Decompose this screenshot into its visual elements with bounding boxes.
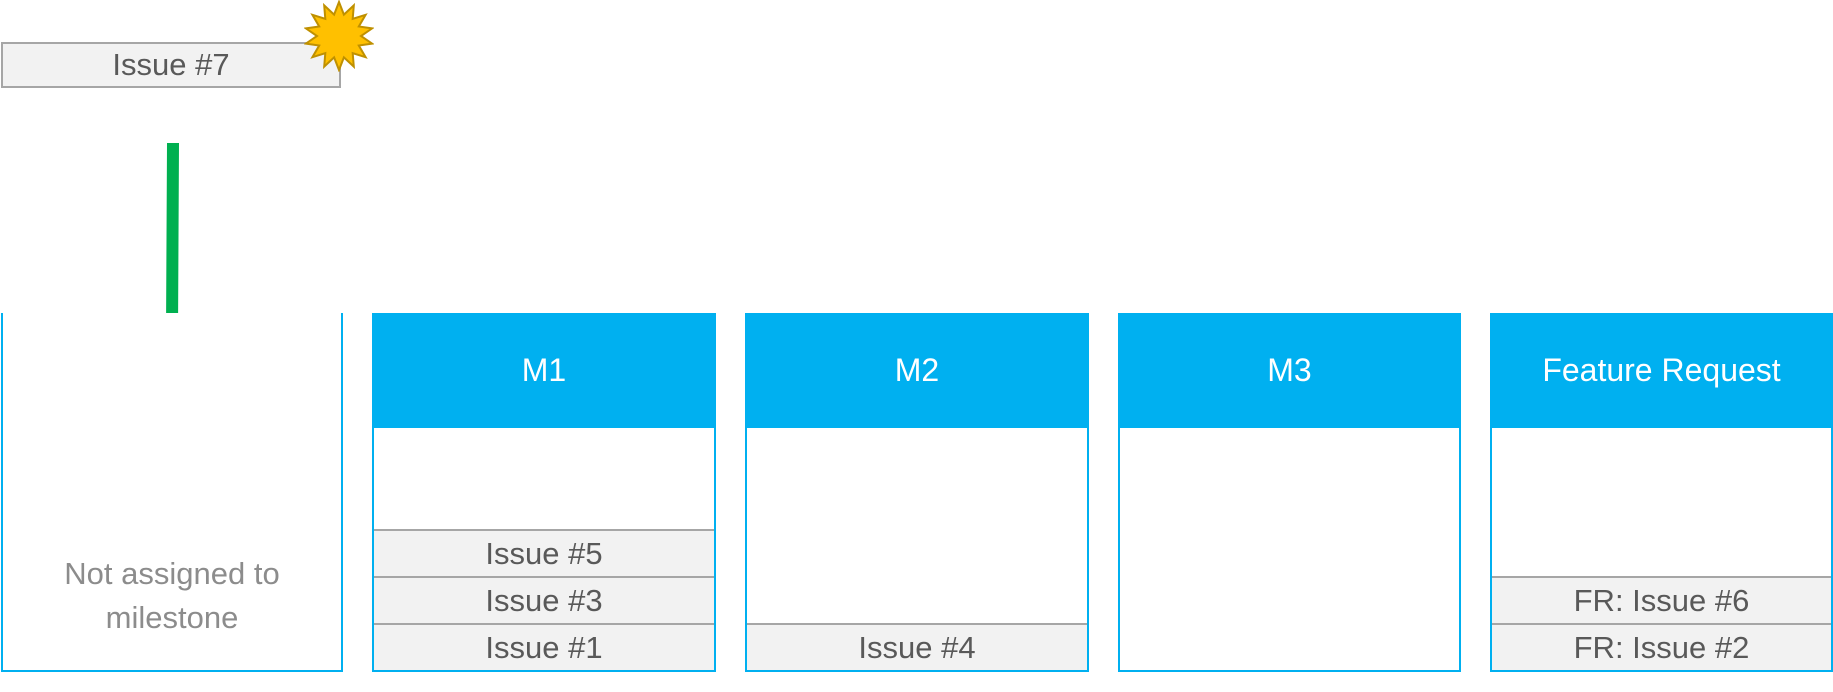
unassigned-label-line1: Not assigned to	[64, 556, 280, 591]
column-header: M3	[1118, 313, 1461, 428]
issue-card[interactable]: Issue #3	[374, 576, 714, 623]
unassigned-label: Not assigned to milestone	[3, 552, 341, 670]
feature-request-column: Feature Request FR: Issue #6 FR: Issue #…	[1490, 313, 1833, 672]
column-body	[1120, 428, 1459, 670]
unassigned-label-line2: milestone	[105, 600, 239, 635]
milestone-column-m1: M1 Issue #5 Issue #3 Issue #1	[372, 313, 716, 672]
column-body: Issue #5 Issue #3 Issue #1	[374, 428, 714, 670]
arrow-down-icon	[150, 143, 194, 373]
milestone-column-m3: M3	[1118, 313, 1461, 672]
issue-card[interactable]: FR: Issue #6	[1492, 576, 1831, 623]
issue-card[interactable]: Issue #1	[374, 623, 714, 670]
column-body: Issue #4	[747, 428, 1087, 670]
issue-card[interactable]: Issue #4	[747, 623, 1087, 670]
column-body: FR: Issue #6 FR: Issue #2	[1492, 428, 1831, 670]
issue-card[interactable]: Issue #5	[374, 529, 714, 576]
column-header: M2	[745, 313, 1089, 428]
milestone-column-m2: M2 Issue #4	[745, 313, 1089, 672]
starburst-icon	[304, 0, 374, 72]
column-header: M1	[372, 313, 716, 428]
unassigned-column: Not assigned to milestone	[1, 313, 343, 672]
issue-card[interactable]: FR: Issue #2	[1492, 623, 1831, 670]
new-issue-card[interactable]: Issue #7	[1, 42, 341, 88]
column-header: Feature Request	[1490, 313, 1833, 428]
new-issue-label: Issue #7	[112, 47, 230, 82]
